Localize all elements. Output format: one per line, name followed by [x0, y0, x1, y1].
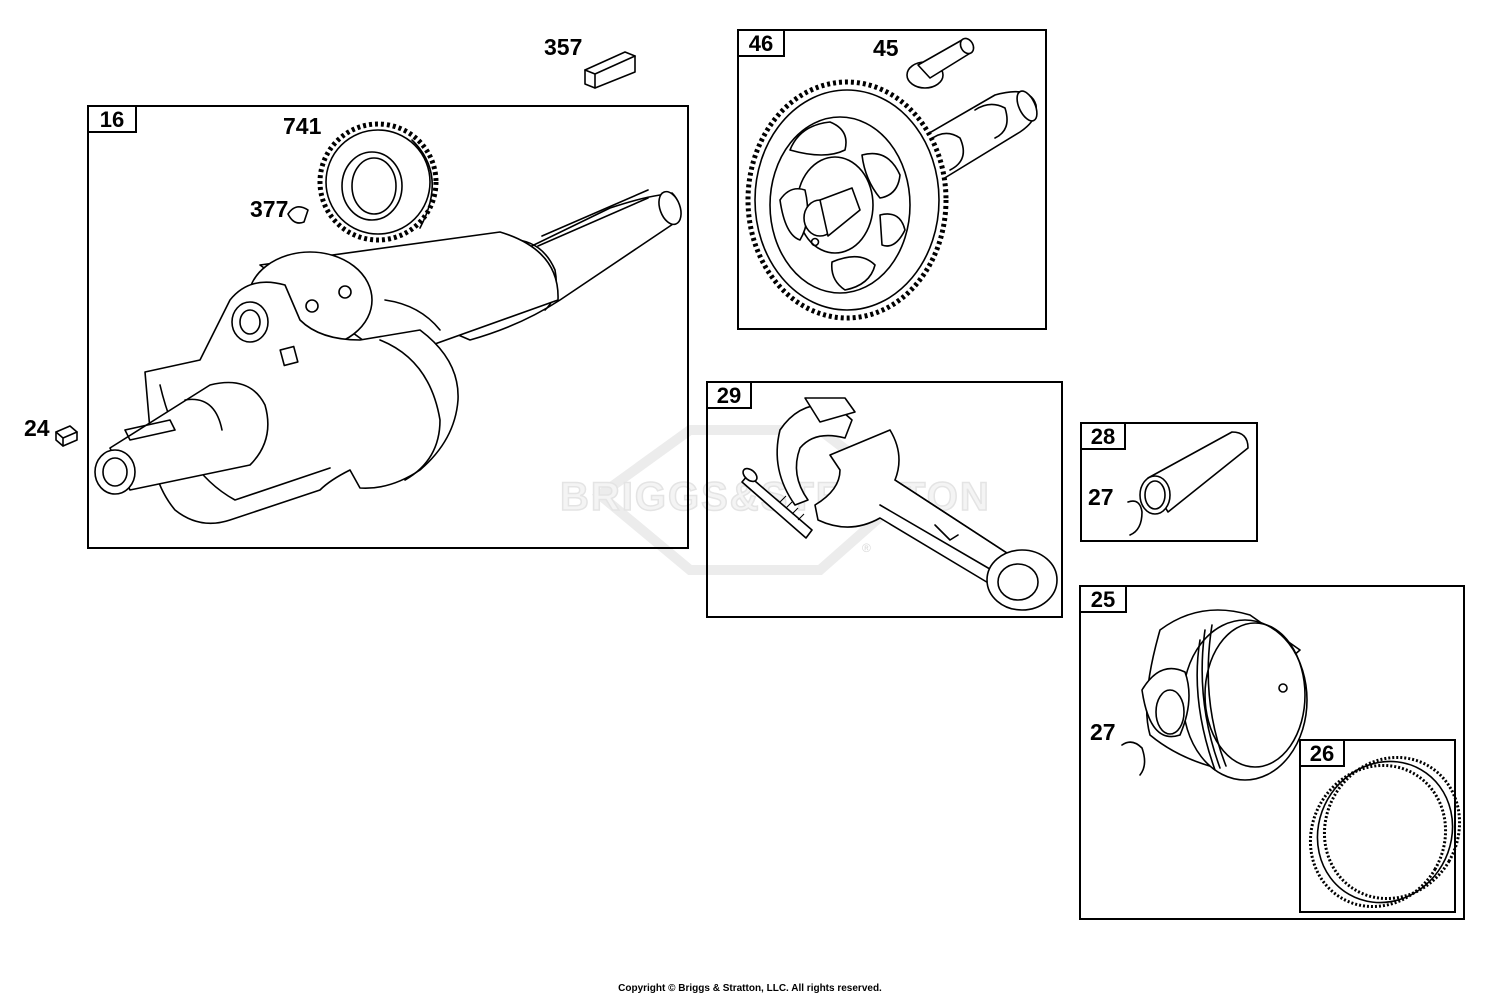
callout-377[interactable]: 377 [250, 196, 288, 222]
callout-24[interactable]: 24 [24, 415, 50, 441]
piston-box-tag [1079, 585, 1127, 613]
valve-tappet-part[interactable] [906, 36, 976, 89]
piston-pin-part[interactable] [1139, 431, 1249, 515]
callout-27-bottom[interactable]: 27 [1090, 719, 1116, 745]
copyright-notice: Copyright © Briggs & Stratton, LLC. All … [618, 983, 882, 994]
connecting-rod-box-tag [706, 381, 752, 409]
key-part[interactable] [584, 51, 636, 89]
crankshaft-box [87, 105, 689, 549]
plug-part-group: 24 [24, 415, 78, 447]
pin-retainer-clip[interactable] [1127, 500, 1143, 536]
camshaft-assembly: 46 45 [737, 29, 1047, 330]
piston-box [1079, 585, 1465, 920]
crankshaft-box-tag [87, 105, 137, 133]
connecting-rod-box [706, 381, 1063, 618]
connecting-rod-part[interactable] [741, 397, 1058, 611]
callout-741[interactable]: 741 [283, 113, 322, 139]
piston-box-number[interactable]: 25 [1091, 587, 1115, 612]
callout-45[interactable]: 45 [873, 35, 899, 61]
crankshaft-part[interactable] [94, 189, 685, 525]
piston-pin-retainer-clip[interactable] [1121, 741, 1146, 776]
camshaft-box [737, 29, 1047, 330]
piston-part[interactable] [1141, 609, 1308, 781]
key-part-group: 357 [544, 34, 636, 89]
woodruff-key-part[interactable] [287, 206, 309, 224]
piston-pin-box [1080, 422, 1258, 542]
piston-pin-box-tag [1080, 422, 1126, 450]
piston-pin-box-number[interactable]: 28 [1091, 424, 1115, 449]
piston-assembly: 25 27 26 [1079, 585, 1485, 932]
callout-27-top[interactable]: 27 [1088, 484, 1114, 510]
camshaft-box-tag [737, 29, 785, 57]
rings-box [1299, 739, 1456, 913]
piston-pin-assembly: 28 27 [1080, 422, 1258, 542]
connecting-rod-box-number[interactable]: 29 [717, 383, 741, 408]
rings-box-number[interactable]: 26 [1310, 741, 1334, 766]
crankshaft-assembly: 16 [87, 105, 689, 549]
connecting-rod-assembly: 29 [706, 381, 1063, 618]
camshaft-part[interactable] [745, 79, 1041, 321]
crankshaft-gear-part[interactable] [317, 121, 439, 243]
rings-box-tag [1299, 739, 1345, 767]
crankshaft-box-number[interactable]: 16 [100, 107, 124, 132]
watermark-symbol: ® [862, 541, 871, 555]
camshaft-box-number[interactable]: 46 [749, 31, 773, 56]
piston-rings-part[interactable] [1285, 733, 1485, 932]
callout-357[interactable]: 357 [544, 34, 582, 60]
